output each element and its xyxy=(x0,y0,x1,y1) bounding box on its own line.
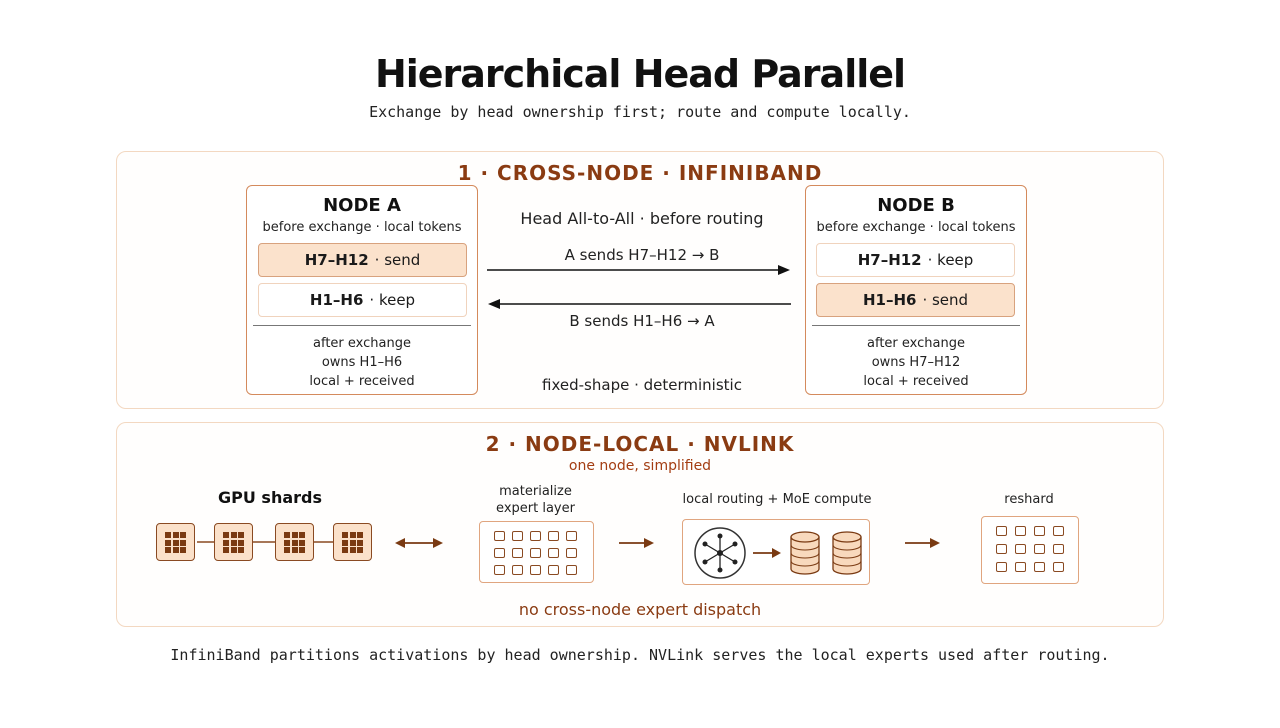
gpu-shard-icon xyxy=(156,523,195,561)
router-hub-icon xyxy=(694,527,746,579)
section-title: 1 · CROSS-NODE · INFINIBAND xyxy=(457,161,823,185)
chip-heads: H7–H12 xyxy=(304,251,369,269)
gpu-shards-label: GPU shards xyxy=(218,488,322,507)
reshard-label: reshard xyxy=(1004,492,1054,507)
head-chip-send: H7–H12 · send xyxy=(258,243,467,277)
reshard-grid-icon xyxy=(996,526,1064,572)
node-subtitle: before exchange · local tokens xyxy=(816,220,1016,235)
node-after-exchange: after exchange owns H1–H6 local + receiv… xyxy=(247,334,477,391)
divider xyxy=(253,325,471,326)
arrow-right-icon xyxy=(753,548,781,558)
divider xyxy=(812,325,1020,326)
section-title: 2 · NODE-LOCAL · NVLINK xyxy=(485,432,795,456)
head-chip-keep: H1–H6 · keep xyxy=(258,283,467,317)
chip-action: · keep xyxy=(369,291,416,309)
label-line: expert layer xyxy=(496,501,575,516)
materialize-label: materialize expert layer xyxy=(463,483,608,517)
after-line: after exchange xyxy=(867,336,965,351)
dispatch-note: no cross-node expert dispatch xyxy=(518,600,762,619)
arrow-right-icon xyxy=(619,538,654,548)
section-subtitle: one node, simplified xyxy=(568,458,712,474)
chip-heads: H1–H6 xyxy=(862,291,917,309)
arrow-left-icon xyxy=(488,299,791,309)
head-chip-keep: H7–H12 · keep xyxy=(816,243,1015,277)
node-a-card: NODE A before exchange · local tokens H7… xyxy=(246,185,478,395)
after-line: local + received xyxy=(309,374,415,389)
exchange-note: fixed-shape · deterministic xyxy=(542,376,742,394)
chip-heads: H7–H12 xyxy=(857,251,922,269)
node-name: NODE B xyxy=(877,195,955,216)
page-subtitle: Exchange by head ownership first; route … xyxy=(369,103,911,121)
head-chip-send: H1–H6 · send xyxy=(816,283,1015,317)
chip-action: · keep xyxy=(927,251,974,269)
reshard-box xyxy=(981,516,1079,584)
node-name: NODE A xyxy=(323,195,401,216)
gpu-shard-icon xyxy=(275,523,314,561)
gpu-shard-icon xyxy=(214,523,253,561)
routing-label: local routing + MoE compute xyxy=(682,492,872,507)
after-line: after exchange xyxy=(313,336,411,351)
expert-grid-icon xyxy=(494,531,577,575)
node-subtitle: before exchange · local tokens xyxy=(262,220,462,235)
node-b-card: NODE B before exchange · local tokens H7… xyxy=(805,185,1027,395)
routing-compute-box xyxy=(682,519,870,585)
arrow-right-icon xyxy=(487,265,790,275)
node-after-exchange: after exchange owns H7–H12 local + recei… xyxy=(806,334,1026,391)
footer-caption: InfiniBand partitions activations by hea… xyxy=(170,646,1110,664)
arrow-left-label: B sends H1–H6 → A xyxy=(569,312,715,330)
expert-layer-box xyxy=(479,521,594,583)
after-line: owns H1–H6 xyxy=(321,355,403,370)
database-icon xyxy=(790,531,820,575)
cross-node-section: 1 · CROSS-NODE · INFINIBAND NODE A befor… xyxy=(116,151,1164,409)
double-arrow-icon xyxy=(395,538,443,548)
node-local-section: 2 · NODE-LOCAL · NVLINK one node, simpli… xyxy=(116,422,1164,627)
page-title: Hierarchical Head Parallel xyxy=(374,52,906,96)
chip-heads: H1–H6 xyxy=(309,291,364,309)
label-line: materialize xyxy=(499,484,572,499)
gpu-shard-icon xyxy=(333,523,372,561)
database-icon xyxy=(832,531,862,575)
after-line: owns H7–H12 xyxy=(871,355,961,370)
exchange-heading: Head All-to-All · before routing xyxy=(520,209,764,228)
arrow-right-label: A sends H7–H12 → B xyxy=(564,246,720,264)
after-line: local + received xyxy=(863,374,969,389)
arrow-right-icon xyxy=(905,538,940,548)
chip-action: · send xyxy=(922,291,969,309)
chip-action: · send xyxy=(374,251,421,269)
